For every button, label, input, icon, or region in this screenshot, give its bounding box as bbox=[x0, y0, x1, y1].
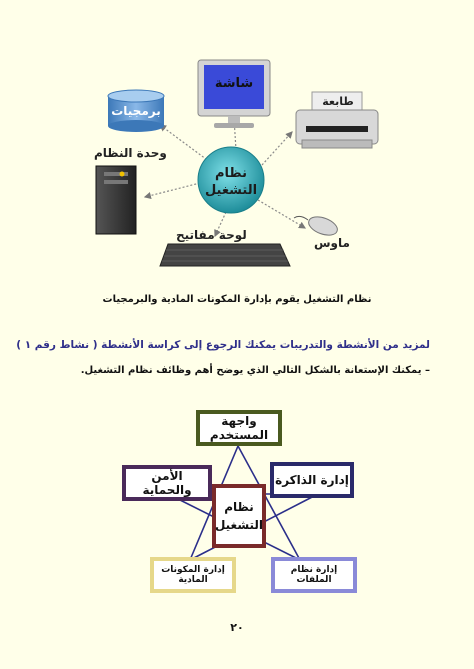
keyboard-label: لوحة مفاتيح bbox=[176, 228, 247, 242]
software-label: برمجيات bbox=[111, 104, 161, 118]
os-center-box: نظام التشغيل bbox=[212, 484, 266, 548]
system-unit-label: وحدة النظام bbox=[94, 146, 167, 160]
security-box: الأمن والحماية bbox=[122, 465, 212, 501]
mouse-icon bbox=[293, 215, 338, 236]
hardware-management-box: إدارة المكونات المادية bbox=[150, 557, 236, 593]
os-center-label-2: التشغيل bbox=[205, 183, 257, 198]
memory-management-box: إدارة الذاكرة bbox=[270, 462, 354, 498]
system-unit-icon bbox=[95, 165, 137, 235]
database-icon bbox=[107, 89, 165, 132]
activity-note: لمزيد من الأنشطة والتدريبات يمكنك الرجوع… bbox=[16, 339, 430, 351]
os-center-label-1: نظام bbox=[215, 166, 247, 181]
monitor-icon bbox=[197, 59, 271, 128]
mouse-label: ماوس bbox=[314, 236, 350, 250]
hardware-diagram: نظام التشغيل bbox=[95, 59, 379, 267]
monitor-screen-label: شاشة bbox=[214, 76, 254, 91]
os-center-node bbox=[197, 146, 265, 214]
file-system-management-box: إدارة نظام الملفات bbox=[271, 557, 357, 593]
diagram-arrows bbox=[143, 116, 307, 238]
keyboard-icon bbox=[159, 243, 291, 267]
instruction-text: – يمكنك الإستعانة بالشكل التالي الذي يوض… bbox=[80, 365, 430, 376]
page-number: ٢٠ bbox=[230, 621, 244, 634]
printer-label: طابعة bbox=[322, 95, 354, 108]
user-interface-box: واجهة المستخدم bbox=[196, 410, 282, 446]
diagram-caption: نظام التشغيل يقوم بإدارة المكونات المادي… bbox=[102, 294, 372, 305]
printer-icon bbox=[295, 91, 379, 149]
